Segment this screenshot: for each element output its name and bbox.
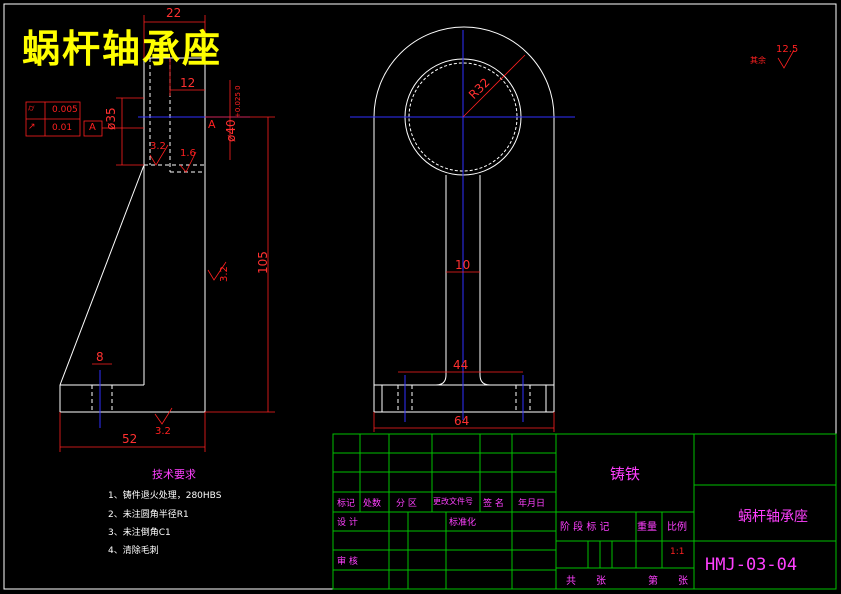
tech-req-heading: 技术要求 [152, 468, 196, 481]
tb-material: 铸铁 [610, 465, 641, 483]
tb-label-count: 处数 [363, 499, 382, 509]
dim-44: 44 [453, 358, 469, 372]
tb-weight: 重量 [637, 522, 657, 533]
rough-32b: 3.2 [219, 266, 230, 282]
side-dimensions [25, 15, 795, 452]
tech-req-item-3: 3、未注倒角C1 [108, 528, 171, 538]
side-view [59, 57, 206, 413]
tb-drawing-number: HMJ-03-04 [705, 555, 798, 575]
dim-d35: ø35 [104, 107, 118, 130]
tb-label-mark: 标记 [337, 499, 356, 509]
tech-req-item-4: 4、清除毛刺 [108, 546, 159, 556]
dim-8: 8 [96, 350, 104, 364]
tol-symbol-1: ⌭ [28, 104, 35, 114]
dim-d40: ø40 [224, 119, 238, 142]
dim-12: 12 [180, 76, 196, 90]
tb-label-date: 年月日 [518, 499, 546, 509]
tb-label-zone: 分 区 [396, 499, 417, 509]
tb-total-sheets: 共 张 [566, 576, 606, 587]
tb-sheet-no: 第 张 [648, 576, 688, 587]
dim-52: 52 [122, 432, 138, 446]
drawing-big-title: 蜗杆轴承座 [22, 27, 223, 71]
tol-value-2: 0.01 [52, 123, 73, 133]
tol-datum: A [89, 122, 96, 133]
tb-label-change-doc: 更改文件号 [433, 497, 473, 506]
rough-16: 1.6 [180, 148, 196, 159]
dim-d40-tol: +0.025 0 [234, 85, 242, 118]
tb-scale-label: 比例 [667, 522, 687, 533]
tb-standardize: 标准化 [449, 518, 477, 528]
tb-stage-mark: 阶 段 标 记 [560, 522, 610, 533]
tb-review: 审 核 [337, 557, 358, 567]
dim-64: 64 [454, 414, 470, 428]
dim-105: 105 [256, 251, 270, 274]
tb-design: 设 计 [337, 518, 358, 528]
rough-32a: 3.2 [150, 141, 166, 152]
front-dimensions [373, 54, 555, 432]
tol-value-1: 0.005 [52, 105, 78, 115]
dim-10: 10 [455, 258, 471, 272]
front-view [373, 26, 555, 413]
dim-22: 22 [166, 6, 182, 20]
datum-a-marker: A [208, 118, 216, 131]
title-block-grid [332, 433, 837, 590]
tb-drawing-name: 蜗杆轴承座 [738, 509, 808, 525]
tech-req-item-2: 2、未注圆角半径R1 [108, 510, 189, 520]
drawing-frame [3, 3, 837, 590]
tb-label-sign: 签 名 [483, 499, 504, 509]
tb-scale-value: 1:1 [670, 547, 685, 557]
rough-general-prefix: 其余 [750, 56, 766, 65]
tech-req-item-1: 1、铸件退火处理，280HBS [108, 491, 222, 501]
front-centerlines [350, 30, 575, 422]
rough-general-value: 12.5 [776, 44, 799, 55]
rough-32c: 3.2 [155, 426, 171, 437]
tol-symbol-2: ↗ [28, 122, 36, 132]
